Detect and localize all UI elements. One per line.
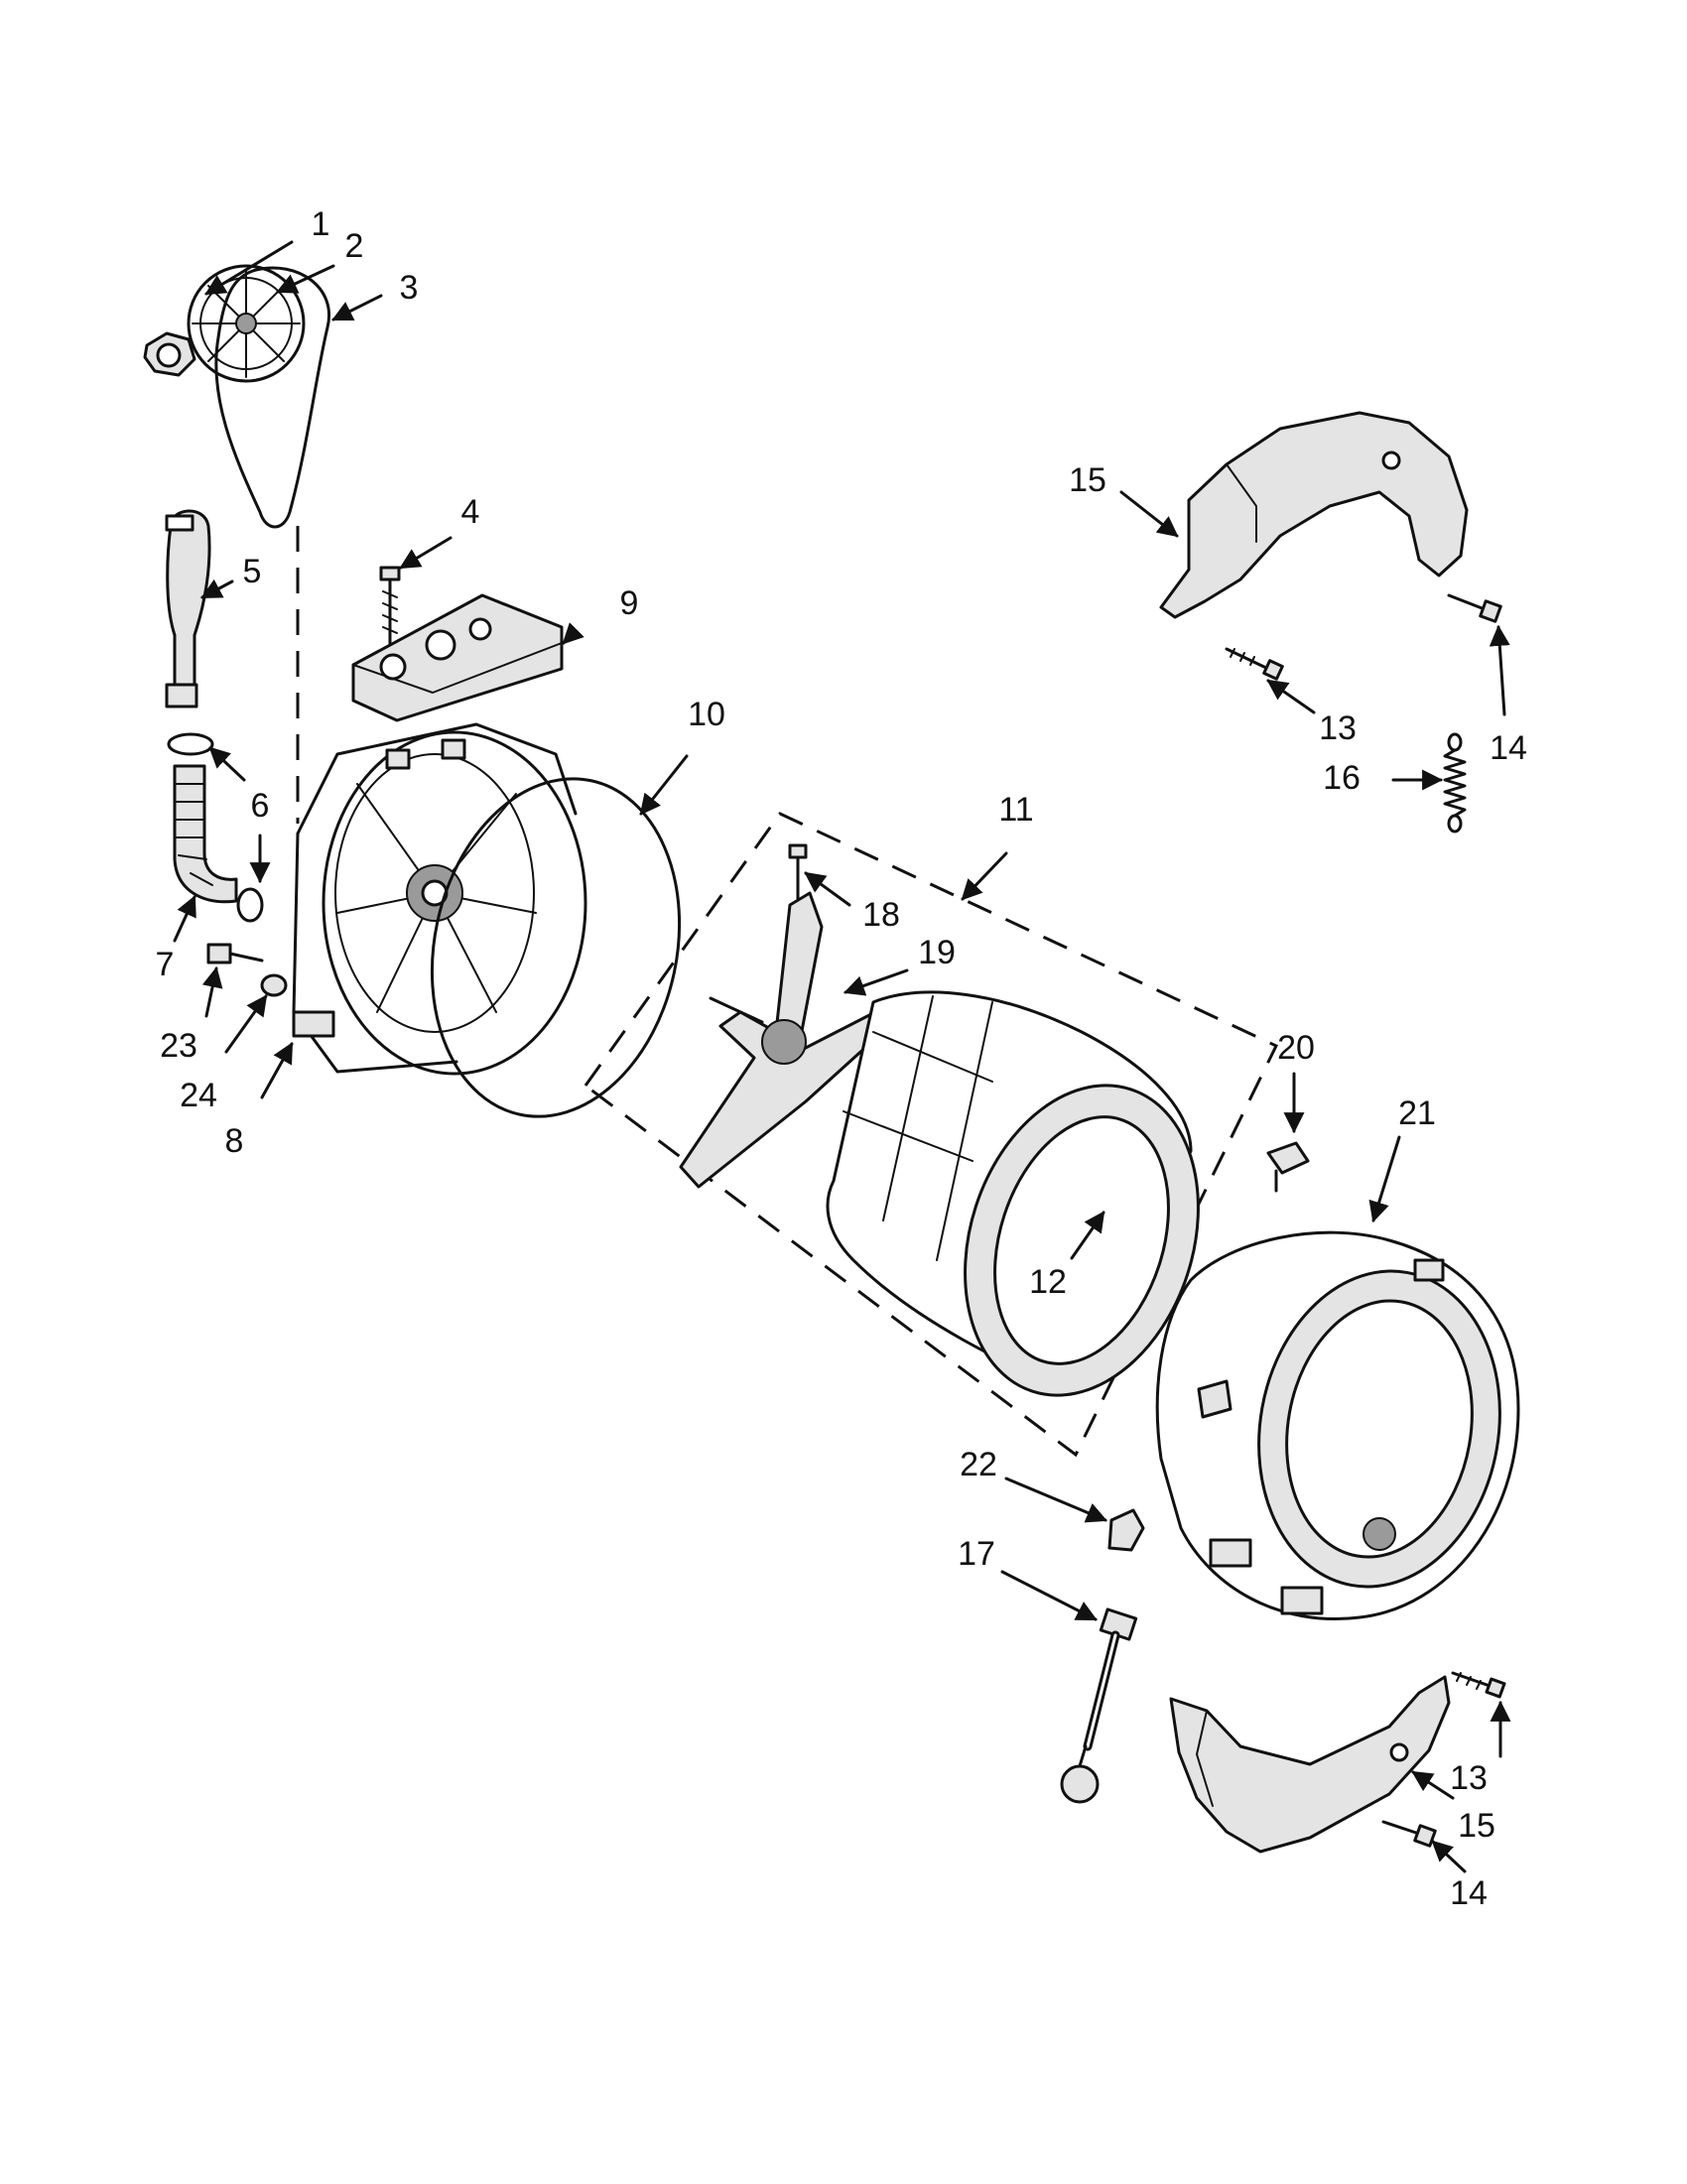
callout-8: 8	[225, 1122, 244, 1160]
callout-22: 22	[960, 1446, 997, 1483]
part-14-screw-upper[interactable]	[1447, 593, 1502, 623]
callout-6: 6	[251, 787, 270, 825]
part-18-screw[interactable]	[788, 843, 808, 901]
callout-17: 17	[958, 1535, 995, 1573]
part-14-screw-lower[interactable]	[1381, 1820, 1437, 1848]
callout-13-lower: 13	[1450, 1759, 1488, 1797]
hose-ribs	[174, 783, 213, 886]
callout-16: 16	[1323, 759, 1361, 797]
callout-14-upper: 14	[1490, 729, 1527, 767]
leader-arrows	[173, 240, 1511, 1873]
part-6-clamp[interactable]	[167, 732, 264, 923]
callout-3: 3	[400, 269, 419, 307]
callout-18: 18	[862, 896, 900, 934]
part-17-shock[interactable]	[1060, 1607, 1138, 1804]
part-24-plug[interactable]	[260, 973, 288, 997]
part-3-belt[interactable]	[214, 266, 330, 529]
callout-14-lower: 14	[1450, 1874, 1488, 1912]
part-2-pulley[interactable]	[187, 264, 306, 383]
part-10-tub-seal[interactable]	[402, 755, 710, 1139]
part-20-clip[interactable]	[1266, 1141, 1310, 1193]
part-13-screw-lower[interactable]	[1451, 1671, 1506, 1699]
callout-20: 20	[1277, 1029, 1315, 1067]
callout-5: 5	[243, 553, 262, 590]
part-7-hose[interactable]	[173, 764, 238, 904]
part-9-bracket[interactable]	[351, 593, 564, 722]
callout-1: 1	[312, 205, 330, 243]
callout-24: 24	[180, 1077, 217, 1114]
part-16-spring[interactable]	[1443, 732, 1467, 834]
callout-10: 10	[688, 696, 725, 733]
part-5-component[interactable]	[165, 509, 211, 708]
part-15-counterweight-lower[interactable]	[1169, 1675, 1451, 1854]
callout-15-lower: 15	[1458, 1807, 1495, 1845]
part-19-spider[interactable]	[679, 891, 891, 1189]
callout-4: 4	[461, 493, 480, 531]
callout-21: 21	[1398, 1094, 1436, 1132]
part-22-bracket[interactable]	[1107, 1508, 1145, 1552]
callout-9: 9	[620, 584, 639, 622]
callout-2: 2	[345, 227, 364, 265]
part-4-screw[interactable]	[379, 566, 401, 647]
callout-numbers: 1 2 3 4 5 6 7 8 9 10 11 12 13 13 14 14 1…	[156, 205, 1527, 1912]
part-12-basket[interactable]	[826, 990, 1236, 1426]
part-8-rear-tub[interactable]	[292, 722, 587, 1076]
callout-15-upper: 15	[1069, 461, 1106, 499]
callout-19: 19	[918, 934, 956, 971]
part-1-nut[interactable]	[143, 331, 196, 377]
callout-13-upper: 13	[1319, 709, 1357, 747]
part-15-counterweight-upper[interactable]	[1159, 411, 1469, 619]
part-11-basket-assembly-outline	[583, 812, 1279, 1458]
callout-23: 23	[160, 1027, 197, 1065]
part-13-screw-upper[interactable]	[1225, 647, 1284, 681]
callout-7: 7	[156, 946, 175, 983]
part-23-fitting[interactable]	[206, 943, 264, 964]
part-21-front-tub[interactable]	[1155, 1230, 1524, 1620]
callout-11: 11	[998, 791, 1033, 829]
callout-12: 12	[1029, 1263, 1067, 1301]
